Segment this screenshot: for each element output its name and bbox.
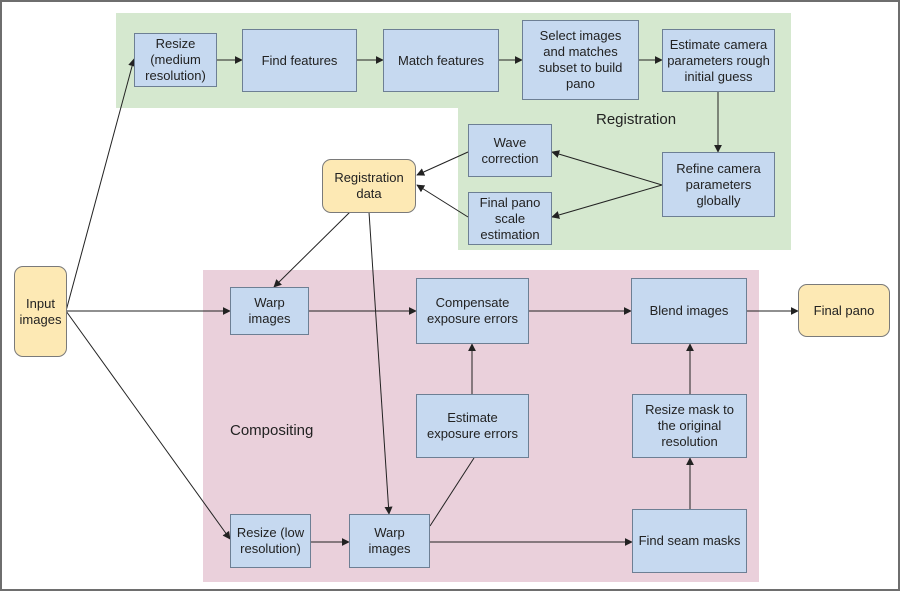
find-seam-masks-node: Find seam masks	[632, 509, 747, 573]
final-pano-scale-node: Final pano scale estimation	[468, 192, 552, 245]
edge-warp-bottom-to-estimate-exposure	[429, 457, 475, 527]
resize-mask-node: Resize mask to the original resolution	[632, 394, 747, 458]
compensate-exposure-node: Compensate exposure errors	[416, 278, 529, 344]
registration-data-node: Registration data	[322, 159, 416, 213]
resize-medium-node: Resize (medium resolution)	[134, 33, 217, 87]
warp-images-bottom-node: Warp images	[349, 514, 430, 568]
resize-low-node: Resize (low resolution)	[230, 514, 311, 568]
find-features-node: Find features	[242, 29, 357, 92]
select-images-node: Select images and matches subset to buil…	[522, 20, 639, 100]
blend-images-node: Blend images	[631, 278, 747, 344]
match-features-node: Match features	[383, 29, 499, 92]
refine-camera-node: Refine camera parameters globally	[662, 152, 775, 217]
estimate-camera-node: Estimate camera parameters rough initial…	[662, 29, 775, 92]
registration-label: Registration	[596, 111, 677, 128]
estimate-exposure-node: Estimate exposure errors	[416, 394, 529, 458]
edge-final-pano-scale-to-registration-data	[416, 184, 469, 218]
edge-registration-data-to-warp-bottom	[368, 211, 393, 515]
edge-refine-camera-to-wave-correction	[551, 150, 663, 186]
edge-input-to-resize-medium	[65, 58, 136, 312]
warp-images-top-node: Warp images	[230, 287, 309, 335]
compositing-label: Compositing	[230, 422, 314, 439]
edge-refine-camera-to-final-pano-scale	[551, 184, 663, 219]
input-images-node: Input images	[14, 266, 67, 357]
edge-registration-data-to-warp-top	[273, 211, 351, 288]
edge-input-to-resize-low	[65, 310, 231, 540]
final-pano-node: Final pano	[798, 284, 890, 337]
wave-correction-node: Wave correction	[468, 124, 552, 177]
edge-wave-correction-to-registration-data	[416, 151, 469, 176]
